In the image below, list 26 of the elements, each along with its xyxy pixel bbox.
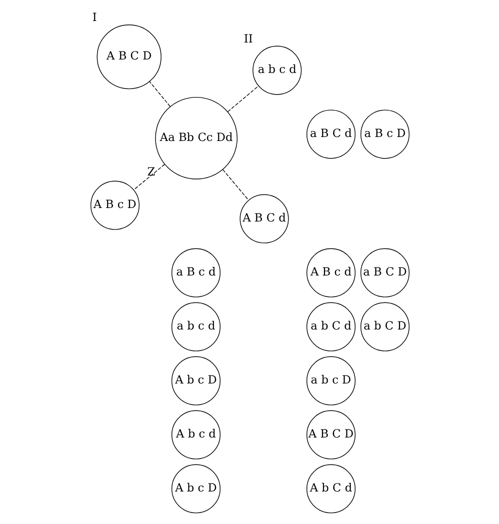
connector — [132, 163, 164, 190]
node-circle: a B c d — [170, 248, 220, 297]
node-circle: A b C d — [306, 464, 356, 513]
connector — [148, 80, 170, 106]
node-circle: a b C D — [360, 302, 410, 351]
node-circle: A B c d — [306, 248, 356, 297]
node-circle: a b c D — [306, 356, 356, 405]
node-label: II — [243, 30, 252, 45]
node-circle: a B C d — [306, 109, 356, 158]
node-circle: a b c d — [170, 302, 220, 351]
node-circle: A b c D — [170, 356, 220, 405]
node-circle: A B C D — [306, 410, 356, 459]
node-circle: A B C D — [96, 24, 161, 89]
node-label: I — [92, 10, 96, 24]
node-circle: A B C d — [239, 194, 288, 243]
node-circle: a B C D — [360, 248, 410, 297]
node-circle: a B c D — [360, 109, 410, 158]
node-circle: A B c D — [90, 180, 140, 230]
node-circle: a b C d — [306, 302, 356, 351]
node-circle: Aa Bb Cc Dd — [154, 96, 238, 179]
connector — [222, 168, 248, 200]
node-circle: A b c d — [170, 410, 220, 459]
node-circle: a b c d — [252, 45, 302, 94]
connector — [226, 85, 258, 112]
node-circle: A b c D — [170, 464, 220, 513]
node-label: Z — [146, 164, 155, 178]
